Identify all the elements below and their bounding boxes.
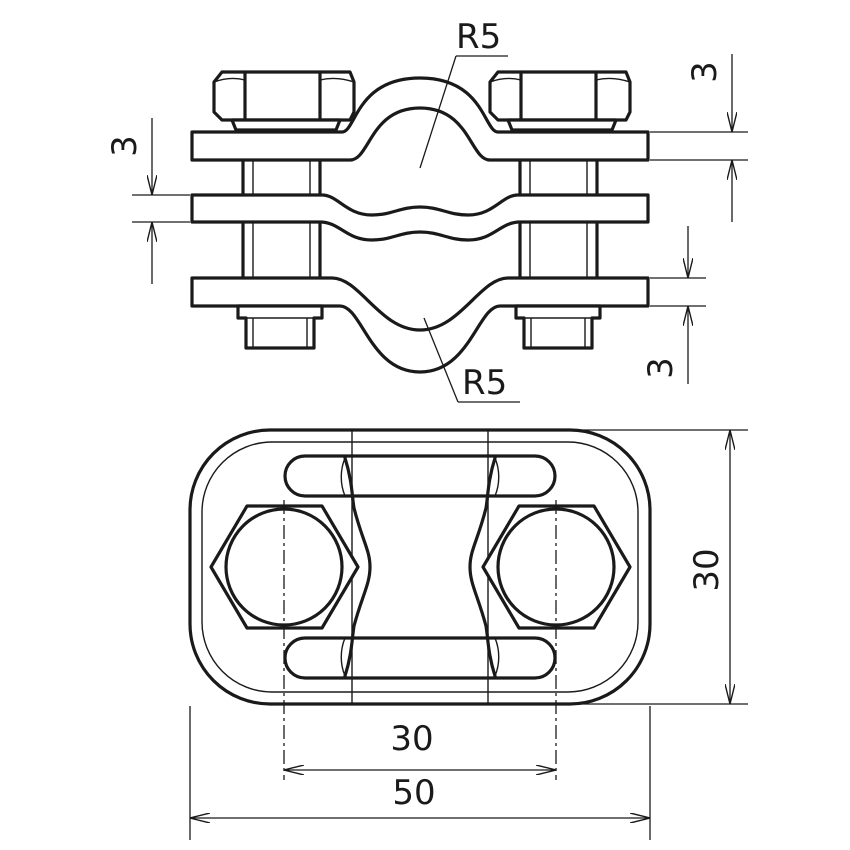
overall-width-label: 50 — [392, 773, 435, 813]
bolt-spacing-label: 30 — [390, 719, 433, 759]
top-view — [188, 428, 652, 780]
side-view: R5 R5 3 3 3 — [105, 17, 748, 403]
height-dimension: 30 — [570, 429, 748, 705]
plate-inner-edge — [201, 441, 639, 693]
thickness-label-bottom-right: 3 — [641, 357, 681, 379]
thickness-label-top-right: 3 — [685, 61, 725, 83]
radius-label-top: R5 — [456, 17, 501, 57]
hex-nut-right — [488, 70, 632, 132]
slot-bottom — [283, 636, 557, 680]
hex-nut-left — [212, 70, 356, 132]
thickness-dimension-left: 3 — [105, 118, 190, 284]
thickness-dimension-bottom-right: 3 — [641, 226, 706, 384]
slot-top — [283, 454, 557, 498]
bolt-end-right — [514, 304, 602, 350]
thickness-label-left: 3 — [105, 135, 145, 157]
bolt-spacing-dimension: 30 — [284, 719, 556, 770]
bottom-clamp-plate — [190, 276, 650, 374]
height-label: 30 — [687, 548, 727, 591]
hex-head-right — [481, 504, 632, 630]
middle-clamp-plate — [190, 193, 650, 242]
bolt-end-left — [236, 304, 324, 350]
overall-width-dimension: 50 — [189, 706, 651, 840]
top-clamp-plate — [190, 76, 650, 162]
radius-callout-bottom: R5 — [423, 317, 520, 403]
thickness-dimension-top-right: 3 — [650, 54, 748, 222]
bolt-shank-right — [518, 156, 599, 300]
radius-callout-top: R5 — [419, 17, 508, 169]
bolt-shank-left — [241, 156, 322, 300]
plate-outline — [188, 428, 652, 706]
radius-label-bottom: R5 — [462, 363, 507, 403]
